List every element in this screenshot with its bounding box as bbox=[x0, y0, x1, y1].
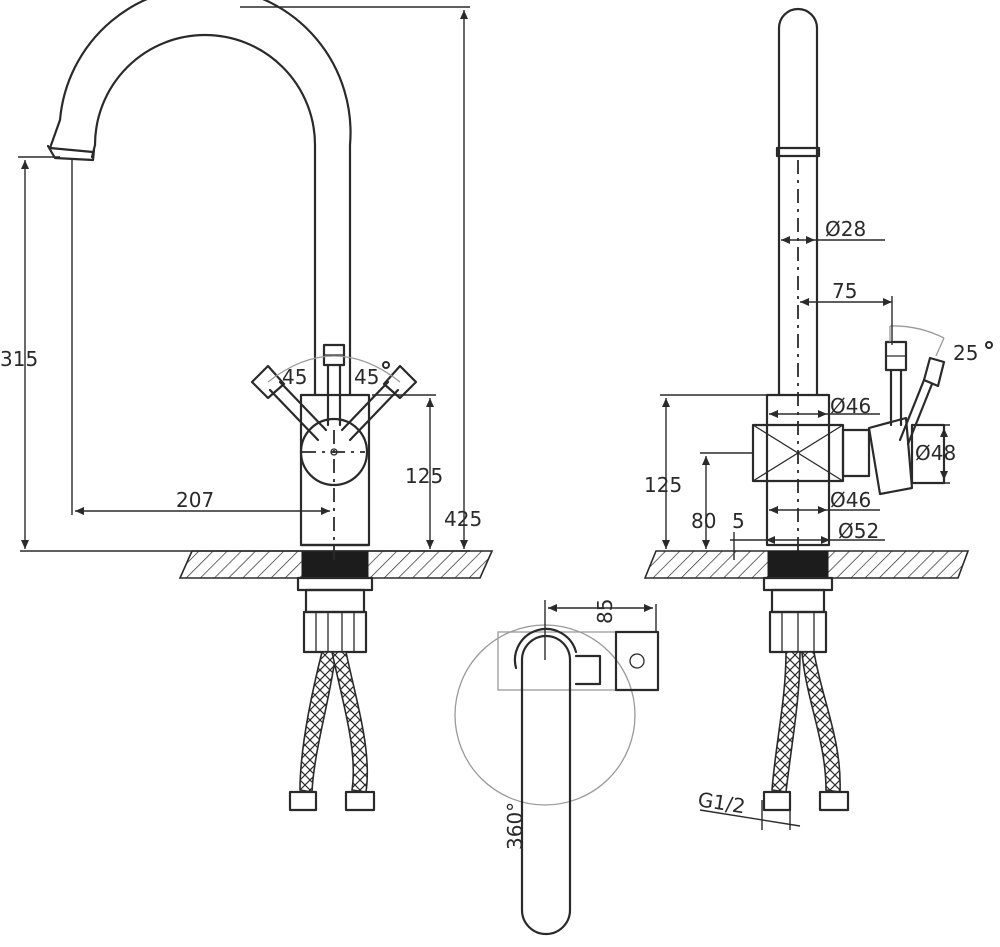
dim-handle-offset: 75 bbox=[832, 279, 857, 303]
dim-body-diameter-top: Ø46 bbox=[830, 394, 871, 418]
dim-reach: 207 bbox=[176, 488, 214, 512]
front-view: 425 315 207 125 45 45 bbox=[0, 0, 494, 812]
side-handle bbox=[867, 325, 946, 496]
dim-spout-diameter: Ø28 bbox=[825, 217, 866, 241]
front-connector bbox=[302, 588, 368, 654]
front-body bbox=[296, 393, 374, 592]
angle-right: 45 bbox=[354, 365, 379, 389]
angle-handle: 25 bbox=[953, 341, 978, 365]
front-hose-left bbox=[288, 651, 337, 812]
degree-mark-side bbox=[985, 341, 993, 349]
dim-body-diameter-bottom: Ø46 bbox=[830, 488, 871, 512]
dim-top-offset: 85 bbox=[593, 599, 617, 624]
dim-cartridge-diameter: Ø48 bbox=[915, 441, 956, 465]
dim-base-step: 5 bbox=[732, 509, 745, 533]
front-handle-center bbox=[322, 343, 346, 427]
degree-mark-right bbox=[382, 361, 390, 369]
dim-spout-height: 315 bbox=[0, 347, 38, 371]
thread-label: G1/2 bbox=[696, 787, 747, 818]
front-handle-right bbox=[340, 364, 418, 442]
front-handle-left bbox=[250, 364, 328, 442]
side-spout bbox=[775, 7, 821, 560]
side-connector bbox=[768, 588, 828, 654]
rotation-label: 360° bbox=[503, 802, 527, 850]
dim-base-diameter: Ø52 bbox=[838, 519, 879, 543]
top-view: 85 360° bbox=[454, 599, 660, 936]
side-view: Ø28 75 25 Ø46 Ø48 125 Ø46 80 5 Ø52 G1/2 bbox=[643, 7, 993, 830]
front-hose-right bbox=[331, 651, 376, 812]
side-dimensions bbox=[660, 236, 950, 830]
side-hose-left bbox=[762, 651, 801, 812]
front-dimensions bbox=[18, 6, 470, 552]
side-body bbox=[751, 393, 871, 592]
angle-left: 45 bbox=[282, 365, 307, 389]
dim-cartridge-height: 80 bbox=[691, 509, 716, 533]
front-spout bbox=[46, 0, 352, 397]
dim-total-height: 425 bbox=[444, 507, 482, 531]
side-hose-right bbox=[801, 651, 850, 812]
dim-side-body-height: 125 bbox=[644, 473, 682, 497]
dim-front-body-height: 125 bbox=[405, 464, 443, 488]
